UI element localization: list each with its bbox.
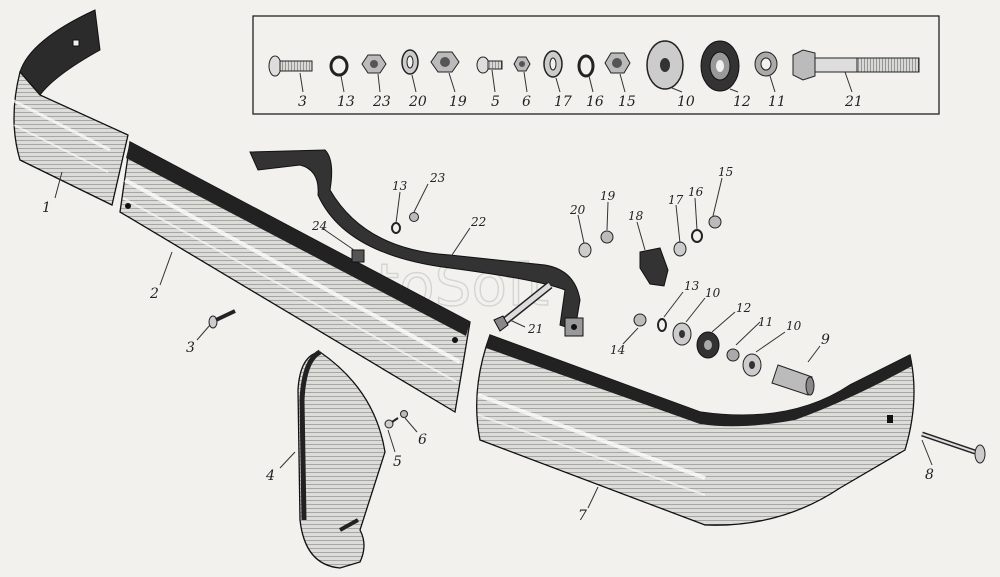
loose-clip-18 <box>639 247 669 287</box>
legend-label-20: 20 <box>408 94 427 110</box>
legend-label-12: 12 <box>733 94 751 110</box>
legend-label-13: 13 <box>337 94 355 110</box>
legend-labels: 3 13 23 20 19 5 6 17 16 15 10 12 11 21 <box>298 69 863 110</box>
callout-14: 14 <box>610 343 625 357</box>
bumper-center-section <box>119 140 471 414</box>
loose-spring-washer-13 <box>657 318 667 332</box>
legend-label-23: 23 <box>372 94 391 110</box>
part-5-screw-icon <box>476 56 503 74</box>
part-12-rubber-washer-icon <box>700 40 740 92</box>
callout-17: 17 <box>668 193 684 207</box>
legend-label-16: 16 <box>586 94 604 110</box>
legend-label-5: 5 <box>491 94 500 110</box>
part-11-bushing-icon <box>754 51 778 77</box>
hardware-legend-box: 3 13 23 20 19 5 6 17 16 15 10 12 11 21 <box>252 15 940 115</box>
callout-11: 11 <box>758 315 773 329</box>
part-6-small-nut-icon <box>513 56 531 72</box>
legend-label-11: 11 <box>768 94 786 110</box>
legend-label-3: 3 <box>298 94 307 110</box>
loose-nut-19 <box>600 230 614 244</box>
callout-leaders <box>54 171 933 509</box>
bracket-long-bolt <box>493 281 553 332</box>
part-16-spring-washer-icon <box>577 54 595 78</box>
bumper-left-end-section <box>11 9 129 206</box>
legend-label-17: 17 <box>554 94 572 110</box>
loose-bushing-11 <box>726 348 740 362</box>
part-3-bolt-icon <box>268 55 313 77</box>
callout-7: 7 <box>578 508 587 524</box>
callout-8: 8 <box>925 467 934 483</box>
loose-washer-20 <box>578 242 592 258</box>
loose-washer-10a <box>672 322 692 346</box>
part-17-washer-icon <box>543 50 563 78</box>
legend-label-19: 19 <box>449 94 467 110</box>
loose-bolt-8 <box>921 431 986 464</box>
callout-9: 9 <box>821 332 830 348</box>
loose-washer-10b <box>742 353 762 377</box>
callout-1: 1 <box>42 200 51 216</box>
loose-bolt-3 <box>208 309 236 329</box>
callout-12: 12 <box>736 301 751 315</box>
loose-nut-23 <box>409 212 419 222</box>
loose-washer-17 <box>673 241 687 257</box>
bumper-overrider-guard <box>297 349 386 569</box>
callout-2: 2 <box>149 286 159 302</box>
callout-20: 20 <box>569 203 586 217</box>
callout-numbers: 1 2 3 4 5 6 7 8 9 10 10 11 12 13 13 14 1… <box>42 165 934 524</box>
loose-nut-14 <box>633 313 647 327</box>
loose-rubber-12 <box>696 331 720 359</box>
callout-19: 19 <box>600 189 616 203</box>
callout-18: 18 <box>628 209 644 223</box>
callout-6: 6 <box>418 432 427 448</box>
part-15-nut-icon <box>604 52 631 74</box>
callout-23: 23 <box>429 171 446 185</box>
loose-plate-24 <box>351 249 365 263</box>
loose-spring-washer-13b <box>391 222 401 234</box>
legend-label-15: 15 <box>618 94 636 110</box>
loose-spring-washer-16 <box>691 229 703 243</box>
loose-nut-6 <box>400 410 408 418</box>
part-13-spring-washer-icon <box>329 55 349 77</box>
legend-label-21: 21 <box>844 94 863 110</box>
callout-16: 16 <box>688 185 704 199</box>
callout-4: 4 <box>265 468 275 484</box>
callout-13a: 13 <box>684 279 700 293</box>
part-10-large-washer-icon <box>646 40 684 90</box>
bumper-right-end-section <box>476 334 915 526</box>
loose-spacer-9 <box>771 364 815 396</box>
loose-nut-15 <box>708 215 722 229</box>
callout-13b: 13 <box>392 179 408 193</box>
bumper-bracket <box>249 149 584 337</box>
part-23-nut-icon <box>361 54 387 74</box>
legend-label-10: 10 <box>677 94 695 110</box>
callout-21: 21 <box>527 322 543 336</box>
loose-screw-5 <box>384 417 399 429</box>
callout-22: 22 <box>470 215 486 229</box>
callout-24: 24 <box>311 219 327 233</box>
legend-label-6: 6 <box>522 94 531 110</box>
callout-15: 15 <box>718 165 733 179</box>
callout-10b: 10 <box>786 319 802 333</box>
part-20-washer-icon <box>401 49 419 75</box>
part-19-nut-icon <box>430 51 460 73</box>
part-21-hex-bolt-icon <box>792 49 920 81</box>
callout-3: 3 <box>186 340 195 356</box>
callout-5: 5 <box>393 454 402 470</box>
callout-10a: 10 <box>705 286 721 300</box>
